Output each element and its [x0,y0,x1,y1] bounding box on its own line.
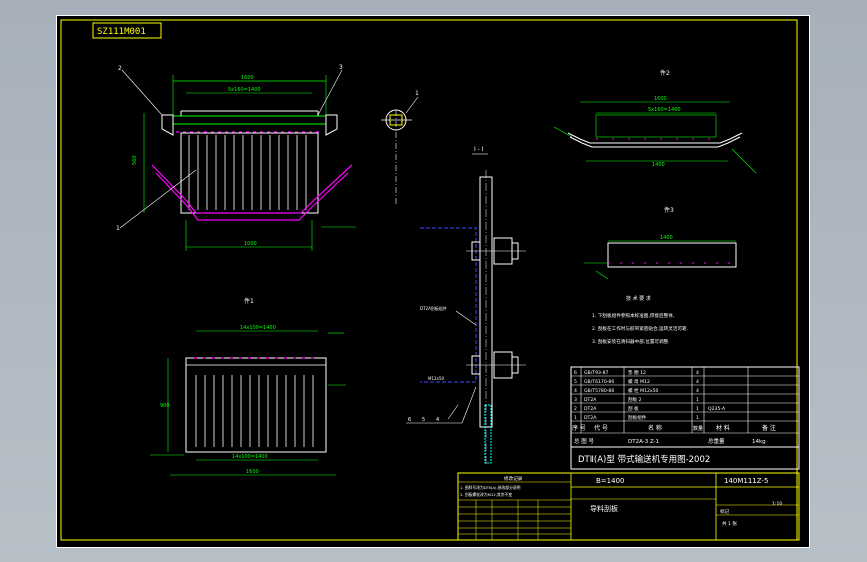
spec-value: B=1400 [596,477,624,485]
item2-view: 件2 1600 5x160=1400 1400 [553,69,757,174]
stage-label: 标记 [720,508,730,515]
change-line-1: 1. 图样号改为DTⅡ(A),修改部分说明 [460,485,521,490]
part-row-1-qty: 4 [696,370,699,376]
assembly-view: 1600 5x160=1400 [116,64,356,251]
part-row-2-code: GB/T6170-86 [584,379,614,385]
parts-header-remark: 备 注 [762,424,776,432]
tech-req-title: 技 术 要 求 [626,295,651,302]
tech-req-line-2: 2. 刮板在工作时与胶带紧密贴合,运转灵活可靠. [592,325,688,332]
item3-title: 件3 [664,206,674,214]
part-row-6-no: 1 [574,415,577,421]
item2-title: 件2 [660,69,670,77]
part-row-2-no: 5 [574,379,577,385]
part-row-6-code: DT2A [584,415,597,421]
asm-inner-dim: 5x160=1400 [228,87,261,93]
parts-header-name: 名 称 [648,424,662,432]
section-callout-5: 5 [422,417,425,423]
svg-text:M12x50: M12x50 [428,376,444,381]
part-row-5-name: 刮 板 [628,405,639,412]
part-row-1-no: 6 [574,370,577,376]
part-row-1-code: GB/T93-87 [584,370,608,376]
tech-req-line-1: 1. 下刮板组件参照本标准图,焊接后整体, [592,312,675,319]
change-title: 修改记录 [504,475,523,482]
summary-drawing: DT2A-3 Z-1 [628,439,659,445]
drawing-number-box [92,22,162,39]
technical-requirements: 技 术 要 求 1. 下刮板组件参照本标准图,焊接后整体, 2. 刮板在工作时与… [592,295,688,345]
parts-header-code: 代 号 [594,424,608,432]
tech-req-line-3: 3. 刮板安装在清扫器中部,位置可调整. [592,338,670,345]
outer-frame [56,15,810,548]
section-view: I - I DT2A刮板组件 M12x50 6 5 4 [406,146,526,465]
drawing-code: 140M111Z-5 [724,477,768,485]
asm-top-dim: 1600 [241,75,254,81]
item1-left-dim: 900 [160,403,170,409]
asm-callout-2: 2 [118,65,122,72]
item3-view: 件3 1400 [584,206,737,280]
parts-list: 6 GB/T93-87 垫 圈 12 4 5 GB/T6170-86 螺 母 M… [570,366,800,448]
part-row-5-material: Q235-A [708,406,726,412]
section-mark-callout: 1 [415,90,419,97]
part-row-4-no: 3 [574,397,577,403]
project-title: DTⅡ(A)型 带式输送机专用图-2002 [578,454,710,465]
summary-weight: 14kg [752,439,766,445]
change-line-2: 2. 刮板螺栓改为M12,其余不变 [460,492,512,497]
parts-header-material: 材 料 [716,424,730,432]
asm-callout-1: 1 [116,225,120,232]
part-row-5-no: 2 [574,406,577,412]
part-row-5-code: DT2A [584,406,597,412]
section-label: I - I [474,146,484,153]
part-row-4-code: DT2A [584,397,597,403]
item1-top-dim: 14x100=1400 [240,325,276,331]
summary-weight-label: 总重量 [708,437,725,445]
part-row-3-name: 螺 栓 M12x50 [628,387,659,394]
item2-inner-dim: 5x160=1400 [648,107,681,113]
item2-bottom-dim: 1400 [652,162,665,168]
part-row-3-no: 4 [574,388,577,394]
section-callout-4: 4 [436,417,439,423]
parts-header-qty: 数量 [693,425,703,432]
item1-view: 件1 14x100=1400 900 14x100=1400 1600 [150,297,346,476]
item1-bottom-inner-dim: 14x100=1400 [232,454,268,460]
drawing-sheet[interactable]: SZ111M001 1600 5x160=1400 [56,15,810,548]
summary-label: 总 图 号 [574,437,594,445]
part-row-2-qty: 4 [696,379,699,385]
title-block: DTⅡ(A)型 带式输送机专用图-2002 B=1400 140M111Z-5 … [457,446,800,541]
part-row-6-name: 刮板组件 [628,414,647,421]
svg-text:DT2A刮板组件: DT2A刮板组件 [420,305,447,311]
asm-callout-3: 3 [339,64,343,71]
item1-bottom-dim: 1600 [246,469,259,475]
item3-top-dim: 1400 [660,235,673,241]
drawing-name: 导料刮板 [590,504,618,513]
drawing-canvas: SZ111M001 1600 5x160=1400 [56,15,810,548]
drawing-number: SZ111M001 [97,27,146,37]
part-row-5-qty: 1 [696,406,699,412]
item2-top-dim: 1600 [654,96,667,102]
part-row-4-name: 刮板 2 [628,396,642,403]
section-mark-view: 1 [381,90,419,205]
sheet-count: 共 1 张 [722,520,737,527]
part-row-3-code: GB/T5780-86 [584,388,614,394]
part-row-1-name: 垫 圈 12 [628,369,646,376]
scale-value: 1:10 [772,501,782,507]
section-callout-6: 6 [408,417,411,423]
asm-bottom-dim: 1000 [244,241,257,247]
part-row-2-name: 螺 母 M12 [628,378,650,385]
inner-frame [60,19,798,541]
part-row-6-qty: 1 [696,415,699,421]
parts-header-no: 序 号 [572,424,586,432]
part-row-4-qty: 1 [696,397,699,403]
part-row-3-qty: 4 [696,388,699,394]
item1-title: 件1 [244,297,254,305]
asm-height-dim: 560 [132,155,138,165]
